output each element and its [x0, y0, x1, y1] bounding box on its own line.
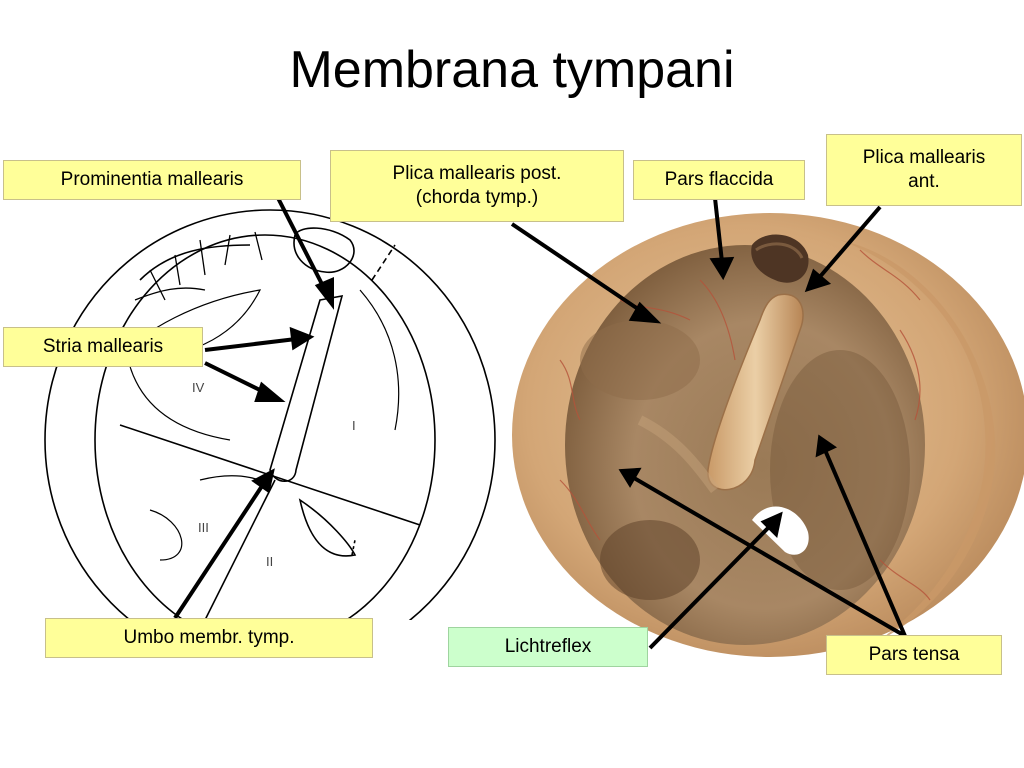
- anatomical-illustration: [512, 213, 1024, 657]
- quadrant-label-ii: II: [266, 554, 273, 569]
- pointer-arrows: [173, 197, 907, 650]
- arrow-plica-ant: [804, 205, 882, 293]
- outer-ring: [44, 209, 496, 620]
- quadrant-line-vertical: [204, 479, 276, 620]
- arrow-pars-flaccida: [709, 197, 735, 281]
- slide-title: Membrana tympani: [289, 41, 735, 99]
- arrow-stria-2: [204, 361, 286, 402]
- label-stria-mallearis: Stria mallearis: [3, 327, 203, 367]
- arrow-stria-1: [204, 326, 315, 352]
- arrow-pars-tensa-1: [618, 467, 907, 638]
- quadrant-label-iii: III: [198, 520, 209, 535]
- malleus-handle-outline: [269, 294, 344, 483]
- inner-ring: [94, 234, 436, 620]
- label-umbo-membr-tymp: Umbo membr. tymp.: [45, 618, 373, 658]
- label-plica-mallearis-ant: Plica mallearis ant.: [826, 134, 1022, 206]
- arrow-umbo: [173, 468, 275, 620]
- label-prominentia-mallearis: Prominentia mallearis: [3, 160, 301, 200]
- light-cone-outline: [298, 498, 357, 557]
- label-plica-mallearis-post: Plica mallearis post. (chorda tymp.): [330, 150, 624, 222]
- arrow-pars-tensa-2: [815, 434, 907, 637]
- schematic-drawing: [44, 209, 496, 620]
- label-lichtreflex: Lichtreflex: [448, 627, 648, 667]
- arrow-plica-post: [510, 222, 662, 324]
- arrow-prominentia: [276, 197, 334, 310]
- label-pars-tensa: Pars tensa: [826, 635, 1002, 675]
- label-pars-flaccida: Pars flaccida: [633, 160, 805, 200]
- malleus-handle: [707, 293, 804, 491]
- light-reflex: [752, 506, 809, 555]
- quadrant-label-iv: IV: [192, 380, 205, 395]
- quadrant-label-i: I: [352, 418, 356, 433]
